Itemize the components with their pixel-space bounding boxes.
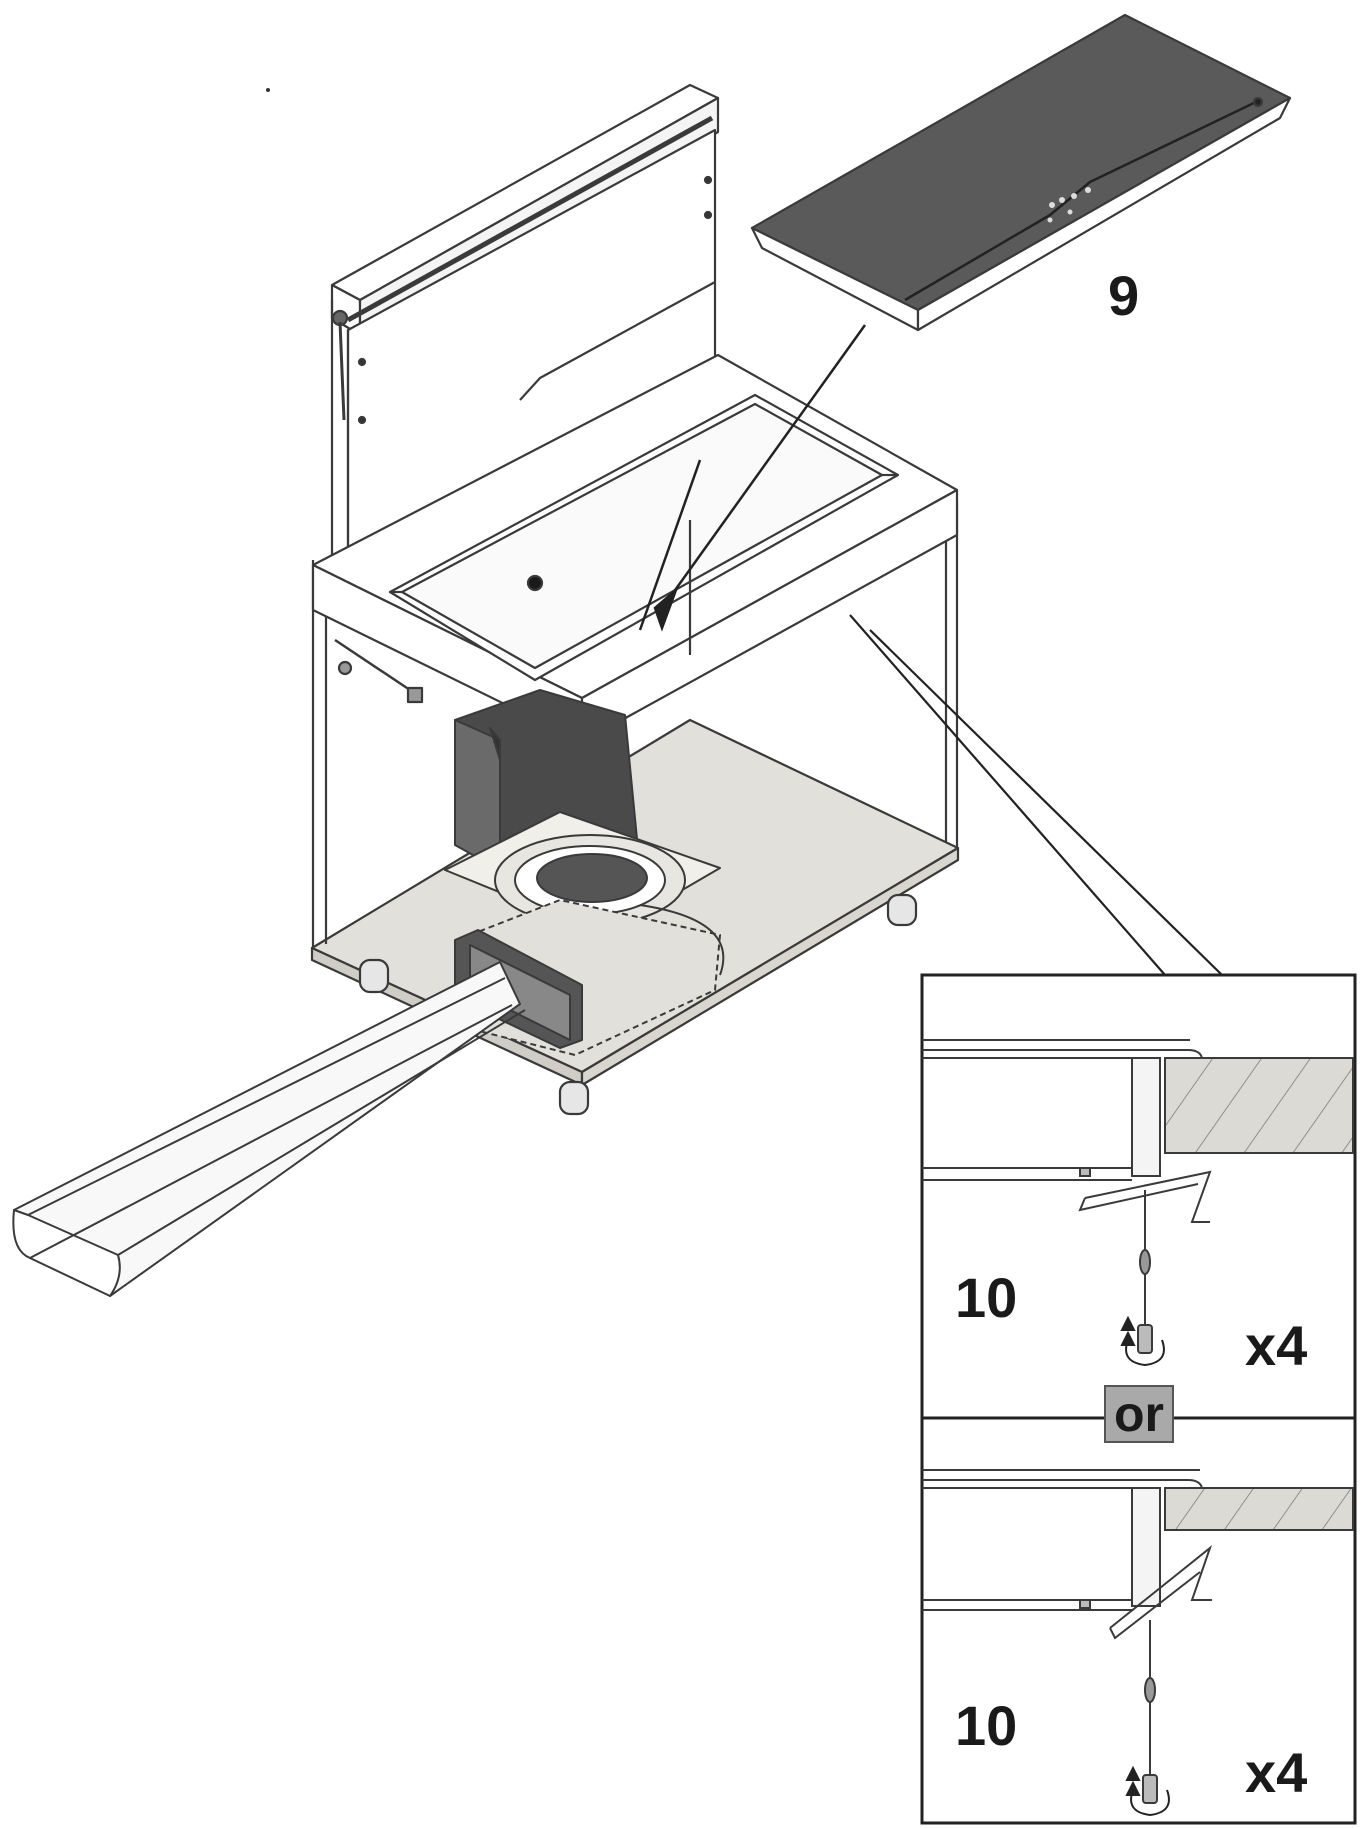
alternative-badge: or <box>1104 1385 1174 1443</box>
detail-surface-mount <box>922 1469 1354 1611</box>
rotation-arrow-icon <box>1125 1765 1170 1817</box>
detail-flush-mount <box>922 1039 1354 1181</box>
step-number-hob: 9 <box>1108 264 1140 327</box>
motor-duct-icon <box>444 689 725 1056</box>
step-number-clamp-top: 10 <box>955 1266 1018 1329</box>
rotation-arrow-icon <box>1120 1315 1165 1367</box>
hob-glass-icon <box>750 13 1292 332</box>
insertion-arrow-icon <box>638 324 867 632</box>
quantity-top: x4 <box>1245 1314 1308 1377</box>
quantity-bottom: x4 <box>1245 1741 1308 1804</box>
fixing-clamp-icon <box>1109 1545 1213 1804</box>
detail-callout-leader <box>849 614 1223 976</box>
fixing-clamp-icon <box>1078 1170 1212 1354</box>
downdraft-hood-icon <box>330 83 720 587</box>
step-number-clamp-bottom: 10 <box>955 1694 1018 1757</box>
flat-duct-icon <box>12 961 526 1297</box>
